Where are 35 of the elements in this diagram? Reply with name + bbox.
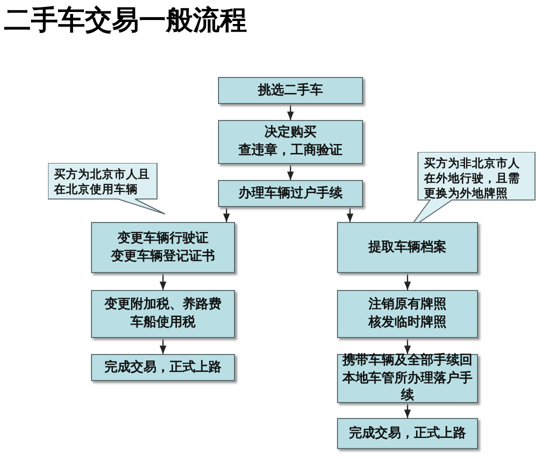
process-box xyxy=(218,120,363,164)
arrow xyxy=(346,207,354,222)
arrow xyxy=(404,403,411,418)
step-text: 挑选二手车 xyxy=(258,82,323,100)
step-text: 变更车辆行驶证 xyxy=(118,230,208,248)
arrow xyxy=(287,164,294,180)
arrow xyxy=(404,338,411,354)
step-text: 车船使用税 xyxy=(130,314,196,332)
process-box xyxy=(91,222,235,273)
step-text: 注销原有牌照 xyxy=(368,296,446,314)
step-text: 完成交易，正式上路 xyxy=(104,358,222,376)
step-text: 核发临时牌照 xyxy=(368,314,446,332)
arrow xyxy=(160,338,166,354)
arrow xyxy=(404,273,411,290)
callout-text: 买方为非北京市人在外地行驶，且需更换为外地牌照 xyxy=(424,156,521,201)
process-box xyxy=(91,354,235,381)
arrow xyxy=(223,207,230,222)
step-text: 变更车辆登记证书 xyxy=(111,248,215,266)
step-text: 决定购买 xyxy=(264,124,316,142)
arrow xyxy=(160,273,166,290)
step-text: 提取车辆档案 xyxy=(368,238,446,256)
process-box xyxy=(91,290,235,338)
arrow xyxy=(287,104,294,120)
title: 二手车交易一般流程 xyxy=(4,4,247,38)
step-text: 办理车辆过户手续 xyxy=(238,184,342,202)
step-text: 携带车辆及全部手续回本地车管所办理落户手续 xyxy=(341,352,474,405)
callout-text: 买方为北京市人且在北京使用车辆 xyxy=(54,167,151,197)
process-box xyxy=(218,77,363,104)
process-box xyxy=(337,290,478,338)
process-box xyxy=(337,418,478,449)
step-text: 变更附加税、养路费 xyxy=(104,296,222,314)
process-box xyxy=(218,180,363,207)
step-text: 查违章，工商验证 xyxy=(238,142,342,160)
step-text: 完成交易，正式上路 xyxy=(349,424,466,442)
process-box xyxy=(337,222,478,273)
